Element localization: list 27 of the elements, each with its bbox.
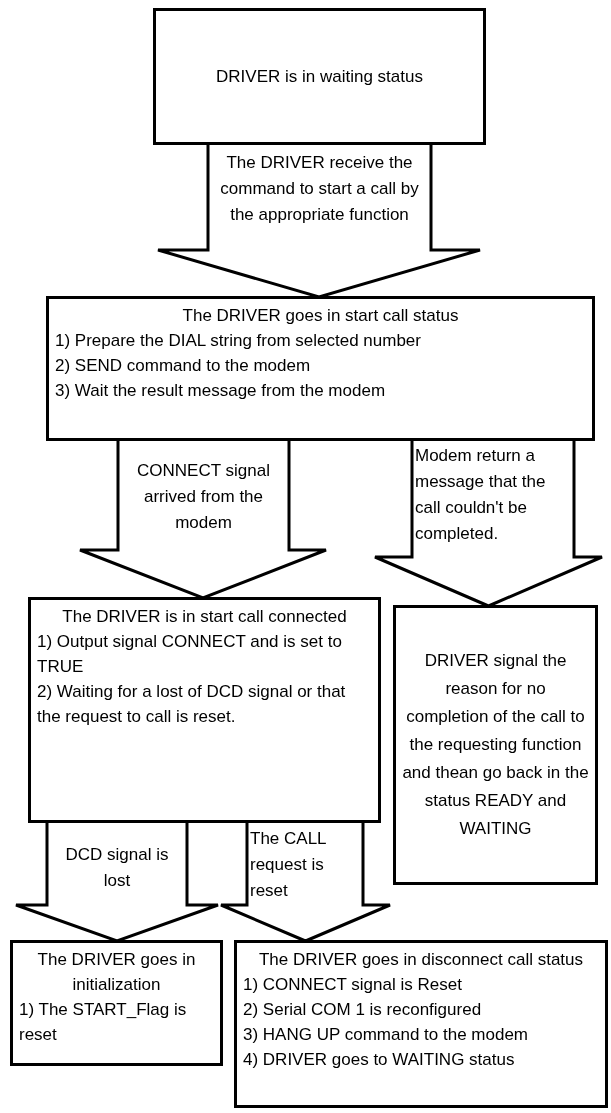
box-heading: DRIVER is in waiting status	[215, 65, 424, 88]
list-item: 3) Wait the result message from the modem	[55, 380, 387, 402]
process-box	[10, 940, 223, 1066]
edge-label: DCD signal is lost	[64, 844, 170, 892]
box-heading: DRIVER signal the reason for no completion of the call to the requesting function and thean go back in the status READY and WAITING	[402, 650, 589, 840]
edge-label: The DRIVER receive the command to start a call by the appropriate function	[219, 152, 420, 226]
process-box	[46, 296, 595, 441]
edge-label: CONNECT signal arrived from the modem	[136, 460, 271, 534]
list-item: 2) SEND command to the modem	[55, 355, 312, 377]
list-item: 3) HANG UP command to the modem	[243, 1024, 529, 1046]
box-heading: The DRIVER goes in start call status	[181, 305, 460, 327]
list-item: 1) Output signal CONNECT and is set to TRUE	[37, 631, 343, 678]
box-heading: The DRIVER is in start call connected	[61, 606, 348, 628]
list-item: 1) Prepare the DIAL string from selected number	[55, 330, 422, 352]
edge-label: Modem return a message that the call couldn't be completed.	[415, 445, 547, 545]
process-box	[153, 8, 486, 145]
list-item: 1) CONNECT signal is Reset	[243, 974, 463, 996]
box-heading: The DRIVER goes in disconnect call status	[257, 949, 585, 971]
process-box	[234, 940, 608, 1108]
edge-label: The CALL request is reset	[250, 828, 327, 902]
list-item: 2) Serial COM 1 is reconfigured	[243, 999, 483, 1021]
box-heading: The DRIVER goes in initialization	[36, 949, 197, 996]
list-item: 2) Waiting for a lost of DCD signal or that the request to call is reset.	[37, 681, 347, 728]
list-item: 4) DRIVER goes to WAITING status	[243, 1049, 516, 1071]
list-item: 1) The START_Flag is reset	[19, 999, 188, 1046]
process-box	[393, 605, 598, 885]
process-box	[28, 597, 381, 823]
